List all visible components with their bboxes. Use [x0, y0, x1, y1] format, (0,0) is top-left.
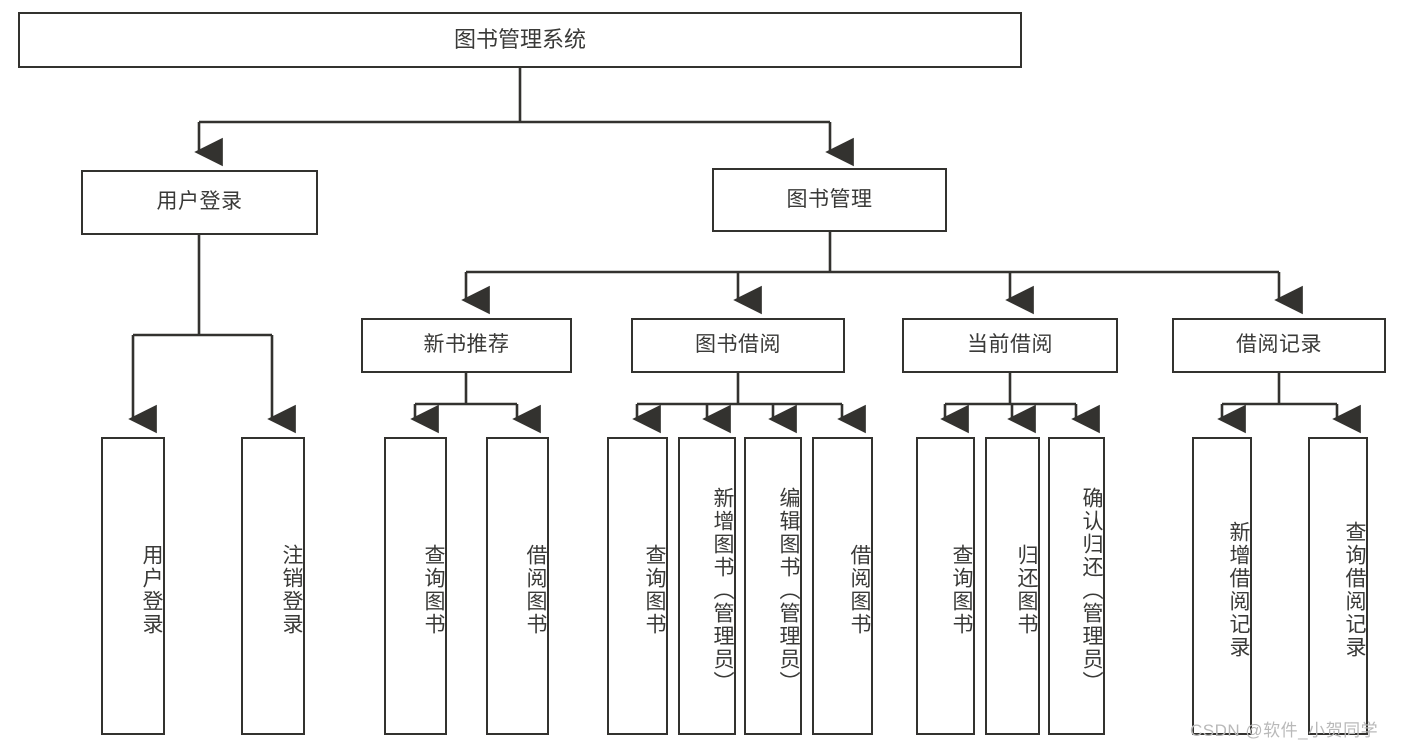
watermark-text: CSDN @软件_小贺同学 [1190, 721, 1379, 740]
leaf-query-book-borrowing[interactable]: 查询图书 [607, 437, 668, 735]
node-label: 查询图书 [950, 544, 973, 636]
node-label: 新书推荐 [423, 333, 510, 357]
leaf-borrow-book-new-recommendation[interactable]: 借阅图书 [486, 437, 549, 735]
node-label: 编辑图书（管理员） [777, 486, 800, 694]
node-book-management[interactable]: 图书管理 [712, 168, 947, 232]
node-book-borrowing[interactable]: 图书借阅 [631, 318, 845, 373]
node-label: 借阅图书 [848, 544, 871, 636]
leaf-borrow-book-borrowing[interactable]: 借阅图书 [812, 437, 873, 735]
node-root-book-management-system[interactable]: 图书管理系统 [18, 12, 1022, 68]
leaf-confirm-return-admin[interactable]: 确认归还（管理员） [1048, 437, 1105, 735]
node-label: 借阅图书 [524, 544, 547, 636]
node-label: 图书管理系统 [453, 27, 586, 53]
leaf-edit-book-admin[interactable]: 编辑图书（管理员） [744, 437, 802, 735]
node-label: 当前借阅 [967, 333, 1053, 357]
node-label: 用户登录 [156, 190, 243, 214]
node-label: 新增借阅记录 [1227, 521, 1250, 659]
node-borrowing-record[interactable]: 借阅记录 [1172, 318, 1386, 373]
node-current-borrowing[interactable]: 当前借阅 [902, 318, 1118, 373]
node-label: 新增图书（管理员） [711, 486, 734, 694]
node-label: 查询图书 [643, 544, 666, 636]
node-label: 图书管理 [786, 187, 873, 211]
leaf-return-book[interactable]: 归还图书 [985, 437, 1040, 735]
node-label: 图书借阅 [695, 333, 781, 357]
leaf-add-borrow-record[interactable]: 新增借阅记录 [1192, 437, 1252, 735]
node-label: 归还图书 [1015, 544, 1038, 636]
node-label: 确认归还（管理员） [1080, 486, 1103, 694]
node-label: 注销登录 [280, 544, 303, 636]
leaf-user-login[interactable]: 用户登录 [101, 437, 165, 735]
node-label: 查询图书 [422, 544, 445, 636]
node-new-book-recommendation[interactable]: 新书推荐 [361, 318, 572, 373]
leaf-add-book-admin[interactable]: 新增图书（管理员） [678, 437, 736, 735]
node-label: 借阅记录 [1236, 333, 1322, 357]
node-user-login[interactable]: 用户登录 [81, 170, 318, 235]
leaf-query-book-new-recommendation[interactable]: 查询图书 [384, 437, 447, 735]
leaf-query-borrow-record[interactable]: 查询借阅记录 [1308, 437, 1368, 735]
leaf-logout[interactable]: 注销登录 [241, 437, 305, 735]
node-label: 用户登录 [140, 544, 163, 636]
leaf-query-book-current[interactable]: 查询图书 [916, 437, 975, 735]
node-label: 查询借阅记录 [1343, 521, 1366, 659]
